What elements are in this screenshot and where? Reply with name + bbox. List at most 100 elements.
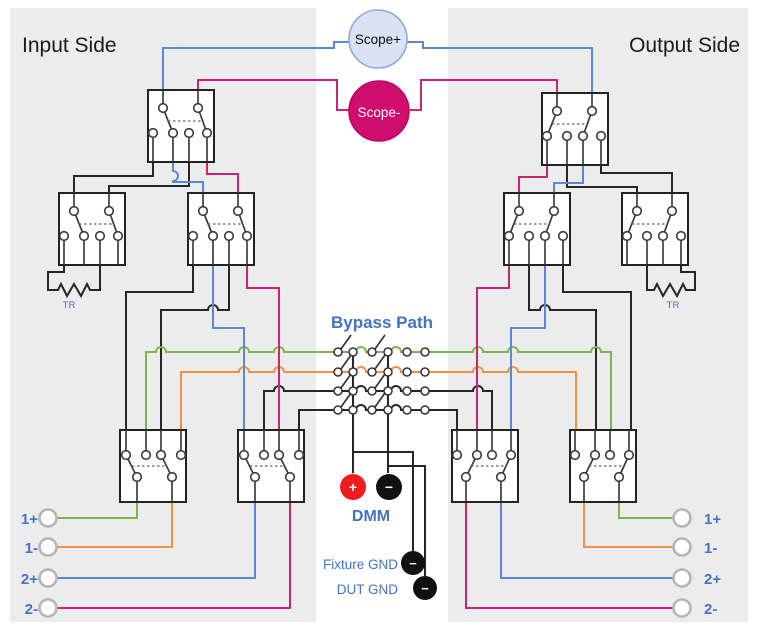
fixture-gnd-label: Fixture GND: [323, 557, 398, 572]
scope-minus-circle: [348, 80, 410, 142]
bypass-switch-arm: [374, 354, 386, 370]
dmm-plus-terminal: [340, 474, 366, 500]
relay-body: [58, 192, 126, 266]
blue-wire: [57, 477, 256, 579]
relay-body: [451, 429, 519, 503]
dmm-plus-sign: +: [349, 479, 357, 495]
bypass-contact: [402, 347, 412, 357]
relay-contact: [157, 102, 169, 114]
crimson-wire: [246, 265, 280, 430]
bypass-contact: [367, 367, 377, 377]
relay-contact: [631, 205, 643, 217]
relay-output-term: [621, 192, 689, 266]
black-wire: [562, 265, 632, 430]
blue-wire: [500, 477, 673, 579]
tr-right-label: TR: [667, 300, 680, 311]
relay-contact: [495, 471, 507, 483]
bypass-switch-arm: [374, 373, 386, 389]
relay-contact: [167, 127, 179, 139]
relay-contact: [187, 230, 199, 242]
relay-contact: [666, 205, 678, 217]
bypass-contact: [383, 386, 393, 396]
dut-gnd-sign: −: [421, 581, 429, 596]
relay-input-bottom-2: [237, 429, 305, 503]
relay-contact: [503, 230, 515, 242]
relay-body: [187, 192, 255, 266]
relay-contact: [561, 130, 573, 142]
bypass-row-4: [298, 404, 458, 430]
relay-contact: [621, 230, 633, 242]
relay-output-top: [541, 92, 609, 166]
terminal-labels: 1+ 1- 2+ 2- 1+ 1- 2+ 2-: [21, 511, 721, 618]
bypass-switch-arm: [340, 354, 352, 370]
relay-contact: [578, 471, 590, 483]
terminal-port-right: [672, 568, 692, 588]
relay-contact: [183, 127, 195, 139]
terminal-label-right-2minus: 2-: [704, 601, 717, 618]
relay-contact: [58, 230, 70, 242]
relay-contact: [513, 205, 525, 217]
input-side-title: Input Side: [22, 34, 117, 57]
terminal-label-left-1plus: 1+: [21, 511, 38, 528]
dmm-label: DMM: [352, 508, 390, 525]
terminal-port-right: [672, 598, 692, 618]
blue-wire: [172, 162, 204, 211]
bypass-row-1minus: [180, 366, 577, 430]
bypass-contact: [383, 367, 393, 377]
fixture-gnd-sign: −: [409, 556, 417, 571]
terminal-layer: [38, 508, 692, 618]
relay-contact: [539, 230, 551, 242]
black-wire: [646, 265, 696, 299]
relay-contact: [155, 449, 167, 461]
relay-input-top: [147, 89, 215, 163]
scope-plus-node: Scope+: [348, 9, 408, 69]
scope-minus-node: Scope-: [348, 80, 410, 142]
relay-contact: [451, 449, 463, 461]
scope-plus-label: Scope+: [355, 32, 401, 47]
relay-contact: [486, 449, 498, 461]
relay-output-bottom-1: [451, 429, 519, 503]
black-wire: [353, 451, 414, 551]
relay-body: [147, 89, 215, 163]
relay-body: [621, 192, 689, 266]
relay-contact: [238, 449, 250, 461]
relay-output-bottom-2: [569, 429, 637, 503]
bypass-contact: [367, 347, 377, 357]
scope-plus-circle: [348, 9, 408, 69]
bypass-contact: [402, 386, 412, 396]
terminal-label-left-1minus: 1-: [25, 540, 38, 557]
bypass-contact: [420, 347, 430, 357]
bypass-contact: [367, 386, 377, 396]
bypass-contact: [402, 405, 412, 415]
relay-contact: [197, 205, 209, 217]
relay-contact: [505, 449, 517, 461]
dmm-minus-sign: −: [385, 479, 393, 495]
bypass-switch-layer: [333, 334, 430, 415]
terminal-label-right-2plus: 2+: [704, 571, 721, 588]
black-wire: [388, 465, 426, 576]
terminal-label-right-1minus: 1-: [704, 540, 717, 557]
relay-contact: [94, 230, 106, 242]
dut-gnd-terminal: [413, 576, 437, 600]
relay-contact: [523, 230, 535, 242]
tr-left-label: TR: [63, 300, 76, 311]
relay-contact: [657, 230, 669, 242]
bypass-contact: [348, 347, 358, 357]
relay-contact: [557, 230, 569, 242]
bypass-contact: [420, 405, 430, 415]
relay-contact: [613, 471, 625, 483]
relay-body: [569, 429, 637, 503]
relay-contact: [569, 449, 581, 461]
terminal-port-left: [38, 598, 58, 618]
relay-contact: [249, 471, 261, 483]
crimson-wire: [476, 265, 510, 430]
bypass-contact: [367, 405, 377, 415]
terminal-port-left: [38, 537, 58, 557]
relay-contact: [551, 105, 563, 117]
bypass-contact: [402, 367, 412, 377]
dmm-minus-terminal: [376, 474, 402, 500]
scope-minus-label: Scope-: [358, 105, 401, 120]
bypass-contact: [333, 386, 343, 396]
